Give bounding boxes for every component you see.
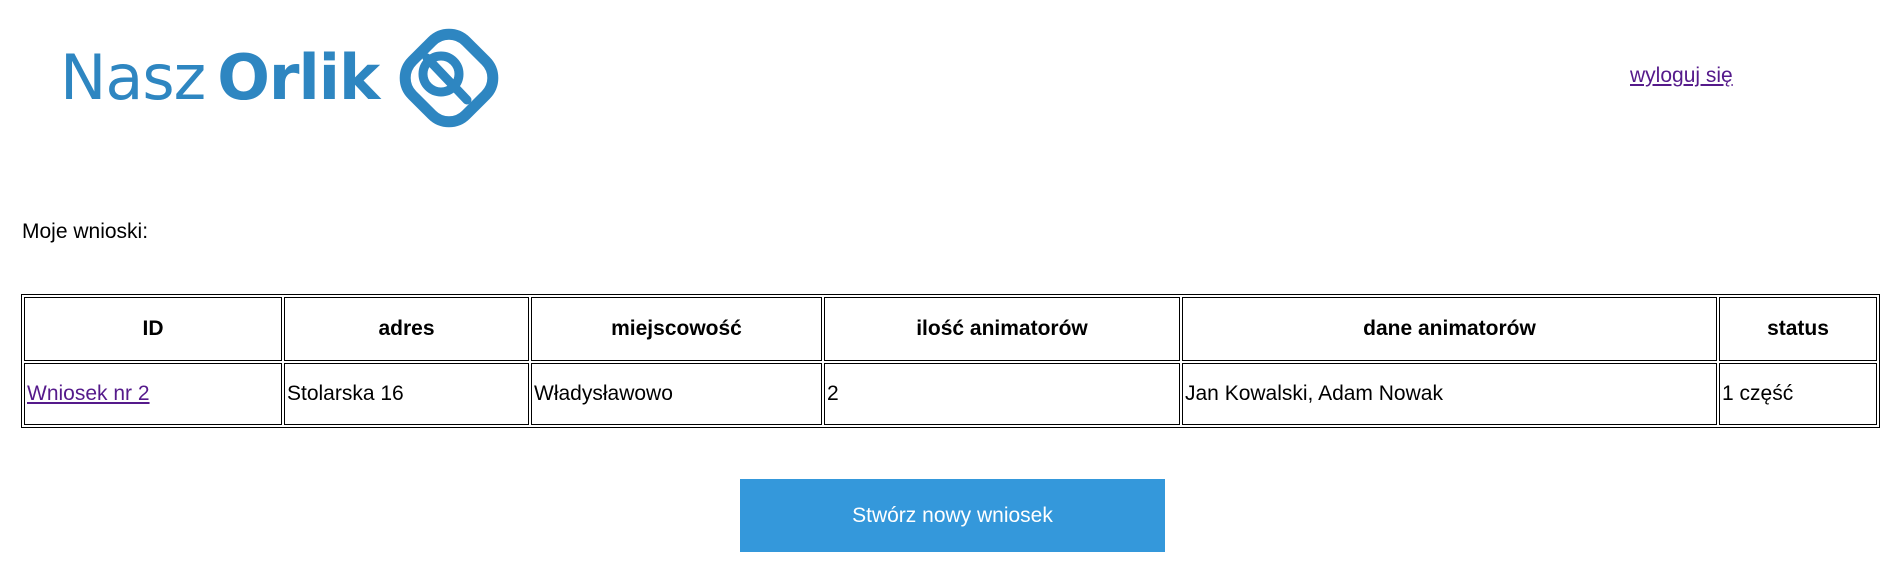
cell-status: 1 część [1719,363,1877,425]
table-header-row: ID adres miejscowość ilość animatorów da… [24,297,1877,361]
column-header-status: status [1719,297,1877,361]
requests-table-wrap: ID adres miejscowość ilość animatorów da… [21,294,1880,428]
cell-id: Wniosek nr 2 [24,363,282,425]
column-header-id: ID [24,297,282,361]
request-link[interactable]: Wniosek nr 2 [27,382,150,405]
logout-link[interactable]: wyloguj się [1630,64,1733,87]
cell-address: Stolarska 16 [284,363,529,425]
requests-table: ID adres miejscowość ilość animatorów da… [21,294,1880,428]
column-header-animator-count: ilość animatorów [824,297,1180,361]
create-request-button[interactable]: Stwórz nowy wniosek [740,479,1165,552]
cell-animator-details: Jan Kowalski, Adam Nowak [1182,363,1717,425]
logo-text-bold: Orlik [217,41,380,114]
cell-animator-count: 2 [824,363,1180,425]
column-header-animator-details: dane animatorów [1182,297,1717,361]
column-header-city: miejscowość [531,297,822,361]
logo-mark-icon [399,28,499,128]
logo-text-light: Nasz [60,41,206,114]
cell-city: Władysławowo [531,363,822,425]
column-header-address: adres [284,297,529,361]
table-row: Wniosek nr 2 Stolarska 16 Władysławowo 2… [24,363,1877,425]
section-title: Moje wnioski: [22,220,149,243]
